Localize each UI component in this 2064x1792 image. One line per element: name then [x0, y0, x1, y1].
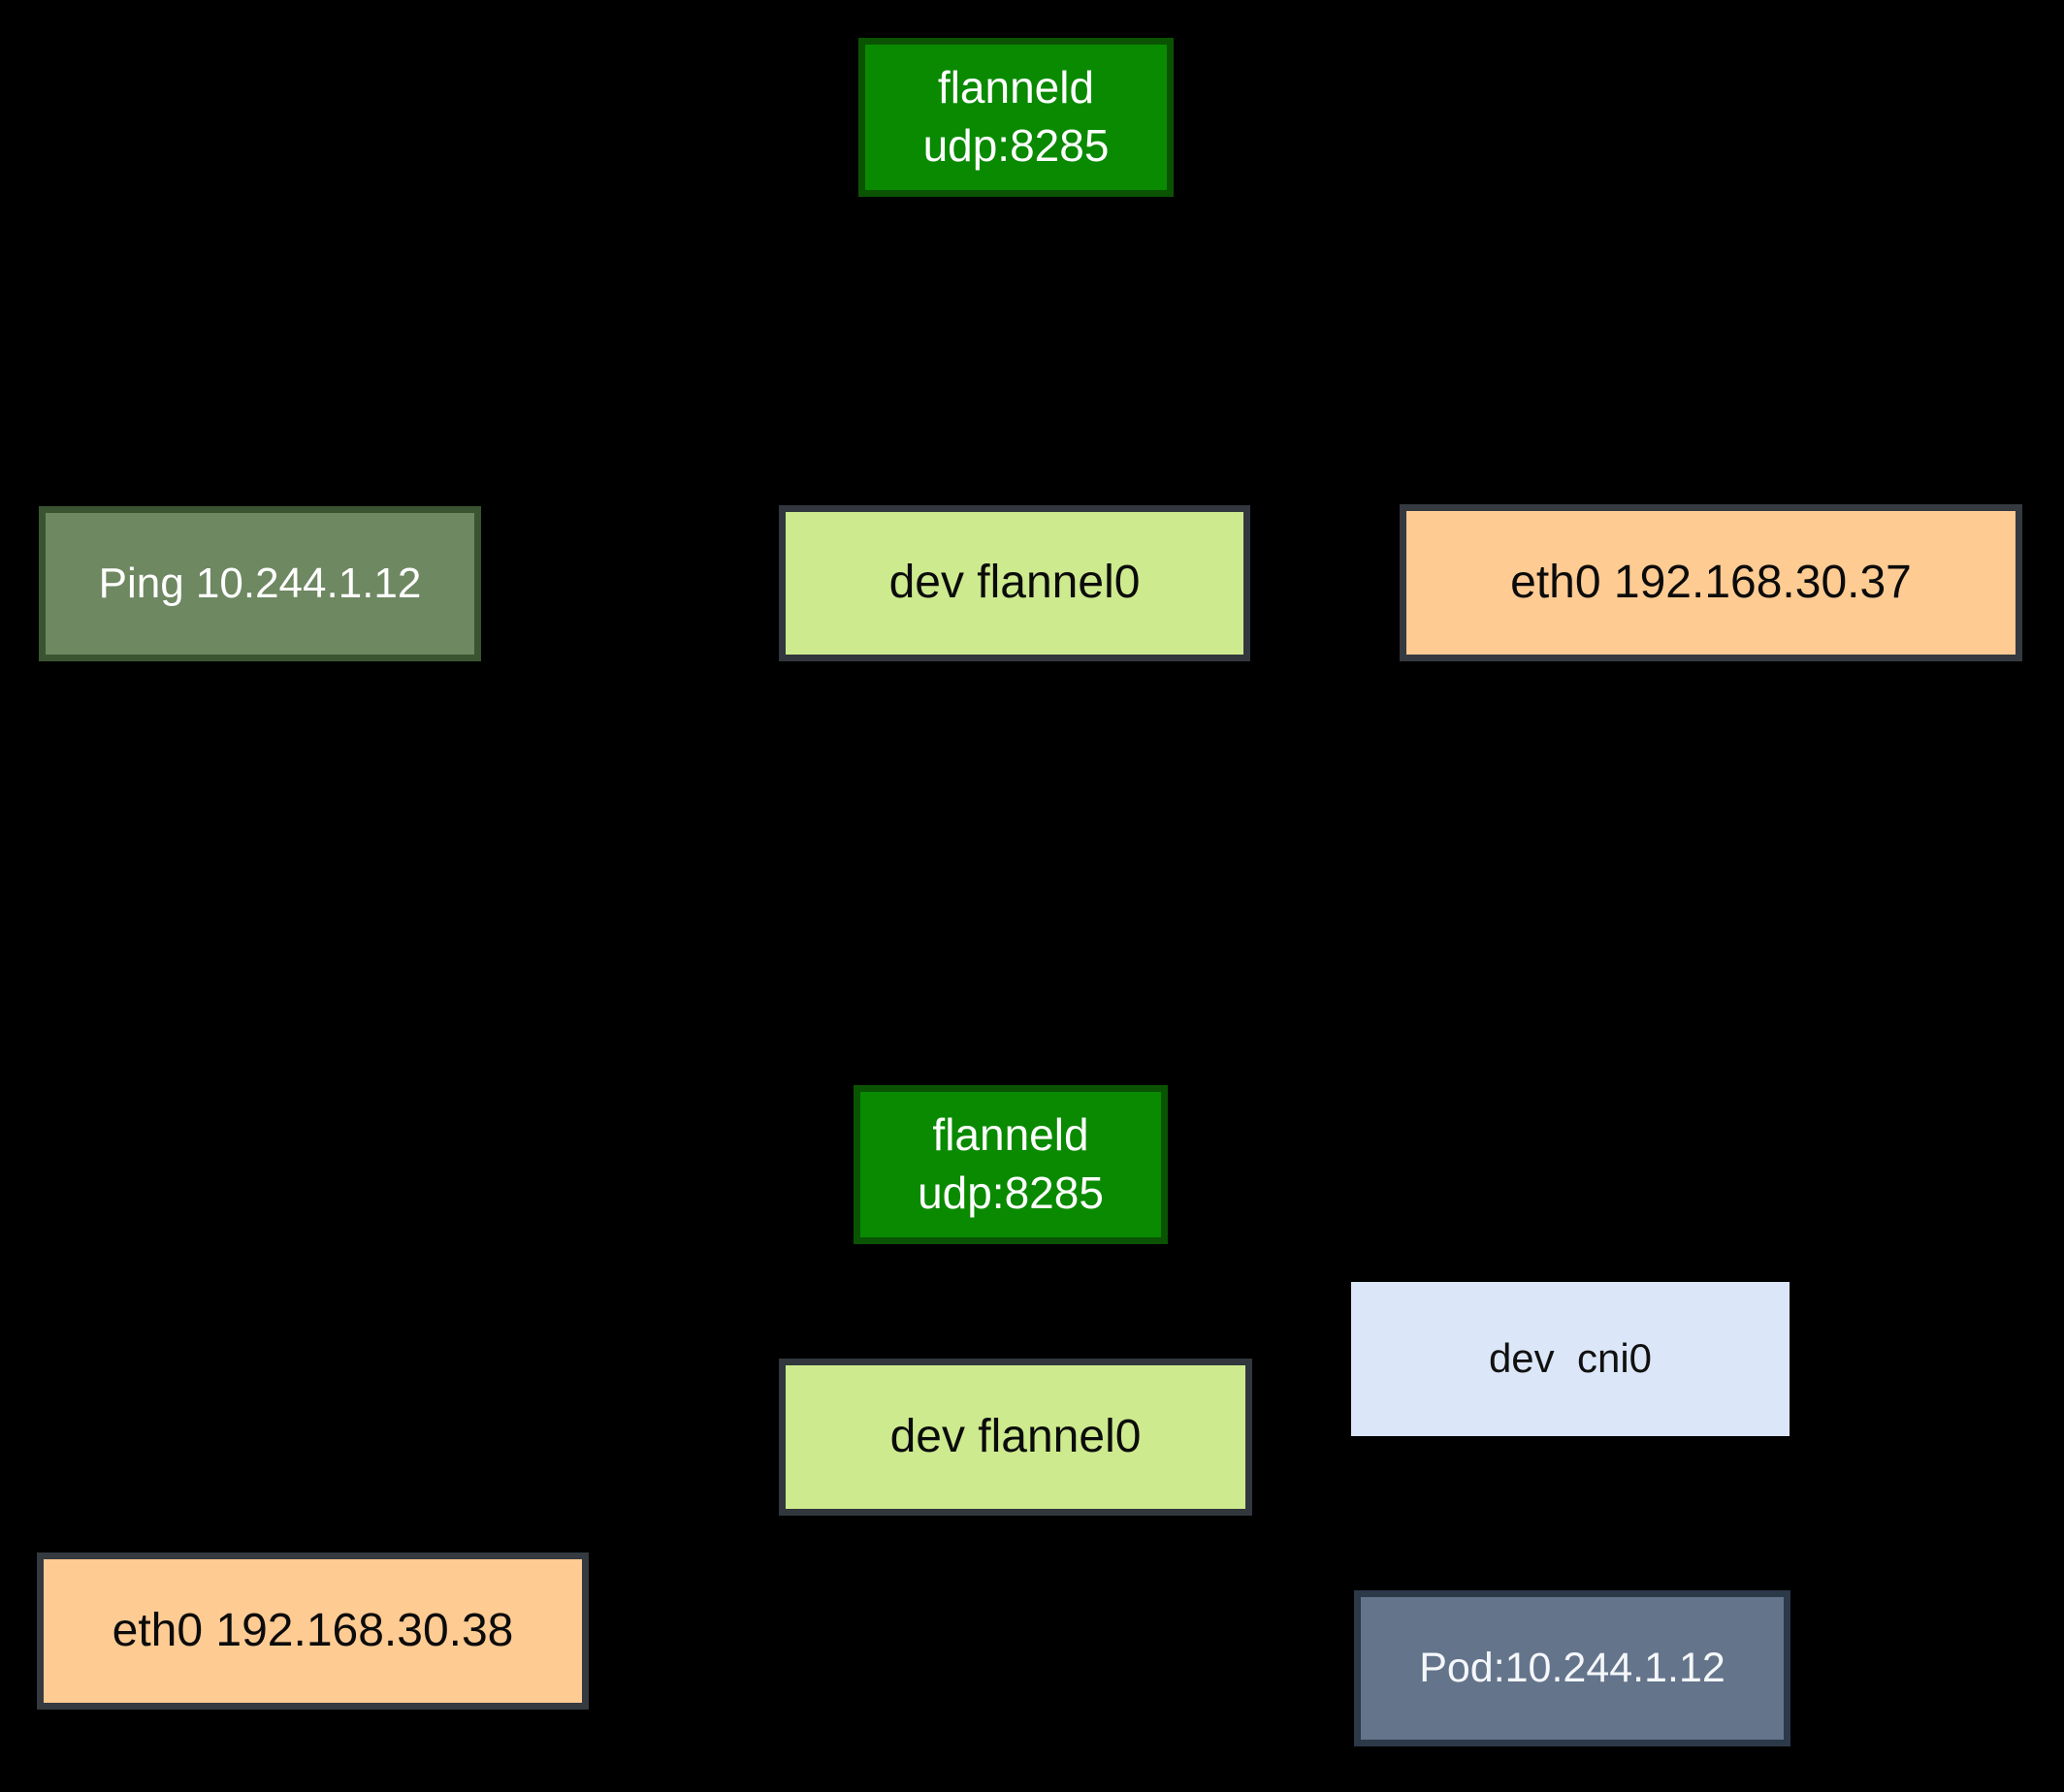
ping-source-label: Ping 10.244.1.12 — [98, 560, 422, 608]
dev-flannel0-label: dev flannel0 — [889, 1410, 1142, 1462]
eth0-interface-label: eth0 192.168.30.37 — [1510, 556, 1912, 608]
dev-flannel0-label: dev flannel0 — [888, 557, 1141, 609]
flanneld-daemon-label: flanneld udp:8285 — [922, 62, 1110, 171]
eth0-interface-label: eth0 192.168.30.38 — [112, 1604, 514, 1656]
flanneld-daemon-label: flanneld udp:8285 — [918, 1109, 1104, 1218]
eth0-interface-node-host1: eth0 192.168.30.37 — [1400, 504, 2022, 661]
dev-flannel0-node-host2: dev flannel0 — [779, 1359, 1252, 1516]
pod-destination-node: Pod:10.244.1.12 — [1354, 1590, 1790, 1746]
ping-source-node: Ping 10.244.1.12 — [39, 506, 481, 661]
flanneld-daemon-node-bottom: flanneld udp:8285 — [854, 1085, 1168, 1244]
dev-cni0-label: dev cni0 — [1488, 1335, 1653, 1382]
dev-flannel0-node-host1: dev flannel0 — [779, 505, 1250, 661]
pod-destination-label: Pod:10.244.1.12 — [1419, 1644, 1725, 1691]
flanneld-daemon-node-top: flanneld udp:8285 — [858, 38, 1174, 197]
dev-cni0-bridge-node: dev cni0 — [1351, 1282, 1790, 1436]
eth0-interface-node-host2: eth0 192.168.30.38 — [37, 1552, 589, 1710]
